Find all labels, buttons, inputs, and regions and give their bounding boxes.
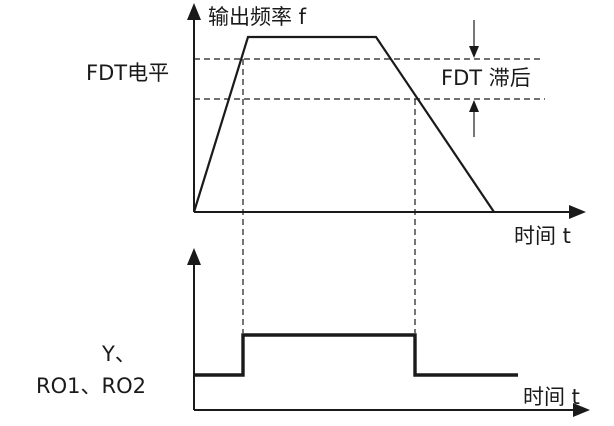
hysteresis-arrow-down-icon [469, 46, 479, 58]
output-signal [194, 333, 518, 377]
fdt-level-label: FDT电平 [86, 61, 169, 85]
top-time-label: 时间 t [514, 224, 571, 248]
top-y-axis-arrow-icon [187, 3, 201, 20]
top-axis-label: 输出频率 f [208, 5, 307, 29]
frequency-curve [192, 35, 495, 213]
fdt-hysteresis-label: FDT 滞后 [441, 66, 531, 90]
output-label-line1: Y、 [101, 342, 136, 366]
bottom-y-axis-arrow-icon [187, 248, 201, 265]
bottom-time-label: 时间 t [523, 385, 580, 409]
bottom-x-axis-arrow-icon [573, 403, 590, 417]
hysteresis-arrow-up-icon [469, 100, 479, 112]
output-label-line2: RO1、RO2 [36, 374, 146, 398]
top-x-axis-arrow-icon [569, 205, 586, 219]
